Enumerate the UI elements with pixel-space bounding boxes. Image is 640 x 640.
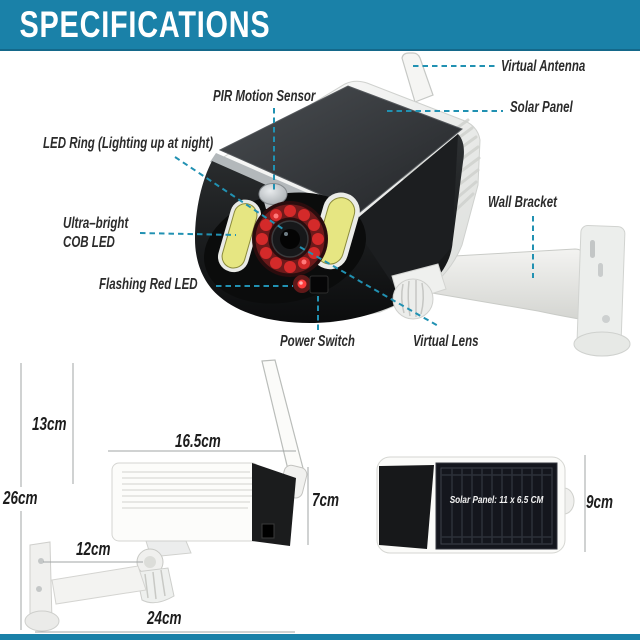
measurement-lines — [20, 363, 586, 633]
leader-lines — [139, 65, 534, 331]
dim-solar-height: 9cm — [586, 492, 614, 512]
top-view-drawing — [376, 456, 575, 554]
footer-accent-bar — [0, 634, 640, 640]
power-switch-shape — [309, 275, 329, 294]
page-title: SPECIFICATIONS — [19, 4, 271, 45]
side-view-drawing — [24, 359, 308, 632]
label-cob-led-line2: COB LED — [63, 234, 115, 251]
solar-panel-size-label: Solar Panel: 11 x 6.5 CM — [449, 494, 544, 506]
cob-led-left-shape — [217, 199, 262, 273]
dim-bracket-depth: 12cm — [76, 539, 111, 559]
solar-panel-top-view-shape — [435, 462, 558, 550]
dim-body-length: 16.5cm — [175, 431, 221, 451]
label-pir-motion-sensor: PIR Motion Sensor — [213, 88, 316, 105]
dim-body-height: 7cm — [312, 490, 340, 510]
main-product-photo — [195, 52, 631, 357]
label-virtual-antenna: Virtual Antenna — [501, 58, 586, 75]
dim-total-length: 24cm — [147, 608, 182, 628]
label-flashing-red-led: Flashing Red LED — [99, 276, 198, 293]
label-cob-led-line1: Ultra–bright — [63, 215, 129, 232]
header-banner: SPECIFICATIONS — [0, 0, 640, 51]
label-solar-panel: Solar Panel — [510, 99, 573, 116]
label-wall-bracket: Wall Bracket — [488, 194, 557, 211]
wall-bracket-shape — [419, 225, 631, 357]
dim-total-height: 26cm — [3, 488, 38, 508]
label-cob-led: Ultra–bright COB LED — [63, 214, 128, 252]
virtual-lens-shape — [271, 220, 309, 258]
led-ring-shape — [252, 201, 328, 277]
label-virtual-lens: Virtual Lens — [413, 333, 479, 350]
label-power-switch: Power Switch — [280, 333, 355, 350]
dim-antenna-height: 13cm — [32, 414, 67, 434]
flashing-red-led-shape — [293, 275, 311, 293]
antenna-shape — [401, 52, 434, 103]
label-led-ring: LED Ring (Lighting up at night) — [43, 135, 214, 152]
